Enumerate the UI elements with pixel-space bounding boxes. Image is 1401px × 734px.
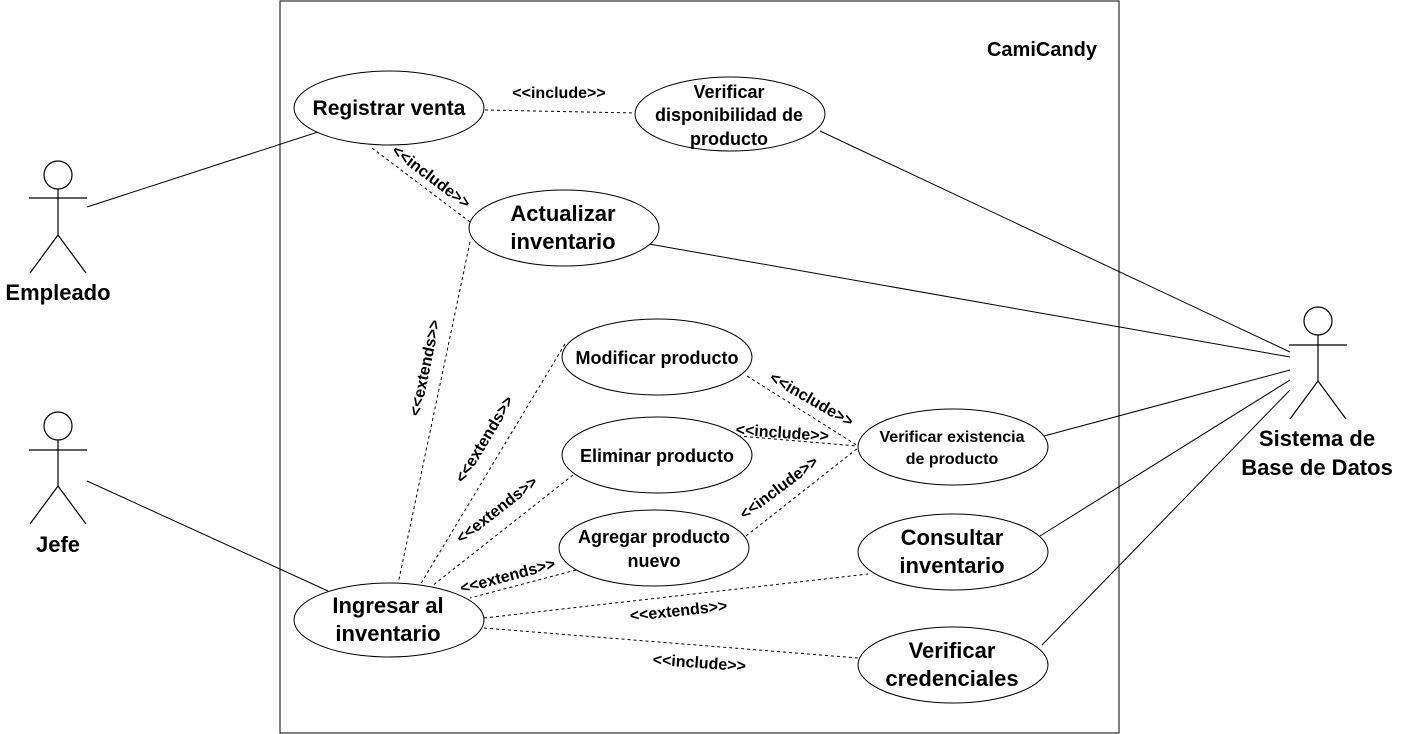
assoc-bd-verificar-existencia [1043, 369, 1291, 437]
label-include-venta-disponibilidad: <<include>> [512, 85, 605, 102]
actor-label-line1: Sistema de [1259, 426, 1375, 451]
use-case-label-line3: producto [690, 129, 768, 149]
use-case-consultar-inventario: Consultar inventario [857, 513, 1049, 591]
use-case-label-line2: nuevo [627, 551, 680, 571]
use-case-label: Registrar venta [313, 97, 466, 120]
assoc-bd-consultar-inventario [1039, 379, 1291, 537]
use-case-registrar-venta: Registrar venta [293, 70, 485, 146]
actor-label-line2: Base de Datos [1241, 455, 1393, 480]
stick-figure-icon [29, 160, 87, 274]
use-case-label-line1: Actualizar [510, 201, 616, 226]
use-case-label-line1: Agregar producto [578, 527, 730, 547]
use-case-ingresar-inventario: Ingresar al inventario [293, 582, 485, 658]
assoc-bd-verificar-credenciales [1041, 389, 1291, 646]
actor-label: Empleado [5, 280, 110, 305]
use-case-label-line1: Verificar [909, 638, 996, 663]
use-case-label-line2: inventario [510, 229, 615, 254]
use-case-verificar-disponibilidad: Verificar disponibilidad de producto [634, 76, 826, 152]
assoc-jefe-ingresar-inventario [86, 480, 329, 592]
use-case-label-line2: credenciales [885, 666, 1018, 691]
dep-ingresar-verificar-credenciales [483, 627, 859, 659]
dep-ingresar-agregar [469, 569, 577, 599]
use-case-label-line1: Ingresar al [332, 593, 443, 618]
assoc-empleado-registrar-venta [86, 131, 319, 208]
label-include-eliminar-existencia: <<include>> [735, 422, 829, 445]
use-case-modificar-producto: Modificar producto [561, 318, 753, 396]
use-case-label-line1: Verificar [693, 82, 764, 102]
assoc-bd-verificar-disponibilidad [819, 130, 1291, 353]
use-case-label-line1: Consultar [901, 525, 1004, 550]
use-case-label-line2: inventario [335, 621, 440, 646]
use-case-eliminar-producto: Eliminar producto [561, 416, 753, 494]
stick-figure-icon [29, 411, 87, 525]
dep-ingresar-actualizar [397, 241, 471, 585]
dep-registrar-verificar-disponibilidad [484, 109, 637, 114]
assoc-bd-actualizar-inventario [648, 243, 1291, 358]
use-case-label-line2: disponibilidad de [655, 105, 803, 125]
actor-jefe: Jefe [29, 411, 87, 557]
use-case-label: Eliminar producto [580, 446, 734, 466]
use-case-verificar-existencia: Verificar existencia de producto [857, 408, 1049, 486]
stick-figure-icon [1289, 306, 1347, 420]
actor-label: Jefe [36, 532, 80, 557]
dep-registrar-actualizar [371, 147, 471, 223]
label-include-credenciales: <<include>> [652, 652, 746, 675]
actor-sistema-base-de-datos: Sistema de Base de Datos [1241, 306, 1393, 480]
actor-empleado: Empleado [5, 160, 111, 305]
dep-ingresar-modificar [419, 343, 566, 586]
dep-modificar-verificar-existencia [746, 375, 859, 447]
dep-ingresar-consultar [483, 573, 869, 619]
use-case-label-line1: Verificar existencia [880, 429, 1025, 446]
use-case-label: Modificar producto [576, 348, 739, 368]
system-name: CamiCandy [987, 39, 1098, 61]
use-case-actualizar-inventario: Actualizar inventario [468, 189, 660, 267]
use-case-verificar-credenciales: Verificar credenciales [857, 626, 1049, 704]
dep-eliminar-verificar-existencia [737, 435, 859, 447]
use-case-label-line2: de producto [906, 451, 999, 468]
use-case-label-line2: inventario [899, 553, 1004, 578]
use-case-agregar-producto: Agregar producto nuevo [558, 509, 750, 587]
